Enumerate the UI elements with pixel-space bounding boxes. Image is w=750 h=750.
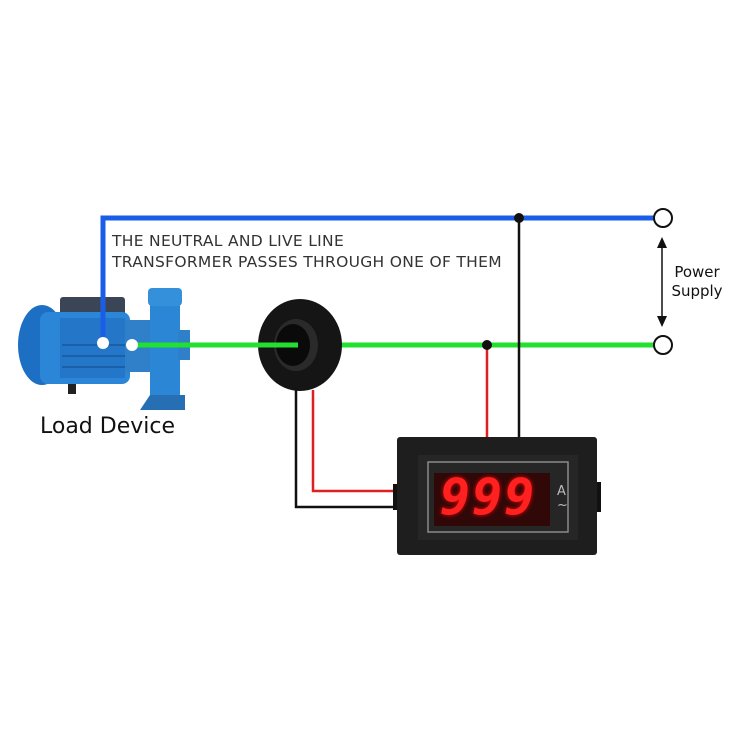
power-supply-label-1: Power (674, 263, 720, 281)
supply-terminal-neutral (653, 208, 673, 228)
ac-symbol: ~ (557, 498, 568, 513)
note-line-1: THE NEUTRAL AND LIVE LINE (112, 232, 345, 250)
junction-dot (514, 213, 524, 223)
ct-black-lead (294, 388, 397, 509)
neutral-terminal (97, 337, 109, 349)
supply-terminal-live (653, 335, 673, 355)
meter-reading: 999 (440, 468, 537, 526)
meter-unit: A (557, 484, 566, 499)
ct-red-lead (311, 390, 397, 493)
power-supply-label-2: Supply (671, 282, 723, 300)
current-transformer-ring (250, 299, 342, 391)
double-arrow-icon (657, 237, 667, 327)
note-line-2: TRANSFORMER PASSES THROUGH ONE OF THEM (112, 253, 502, 271)
junction-dot (482, 340, 492, 350)
live-terminal (126, 339, 138, 351)
ammeter (393, 437, 601, 555)
neutral-wire (100, 215, 662, 343)
load-device-label: Load Device (40, 414, 176, 439)
